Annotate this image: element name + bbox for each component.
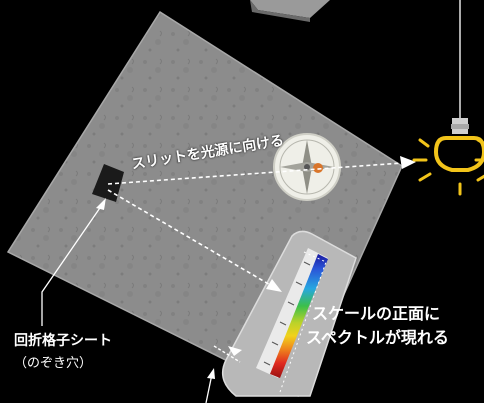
- background-box: [250, 0, 330, 22]
- view-ray-arrow: [107, 189, 282, 292]
- peephole-square-icon: [92, 164, 124, 202]
- bottom-pointer-line: [205, 373, 213, 403]
- scale-outline: [279, 251, 327, 393]
- light-bulb-icon: [412, 0, 484, 196]
- grating-pointer-line: [41, 201, 105, 326]
- grating-label: 回折格子シート: [14, 333, 112, 349]
- light-ray-arrow: [107, 156, 416, 185]
- peephole-label: （のぞき穴）: [14, 356, 93, 371]
- result-label-line1: スケールの正面に: [312, 304, 441, 323]
- result-label-line2: スペクトルが現れる: [306, 328, 449, 347]
- scale-pointer-arrow: [213, 345, 242, 363]
- compass-icon: [273, 133, 341, 201]
